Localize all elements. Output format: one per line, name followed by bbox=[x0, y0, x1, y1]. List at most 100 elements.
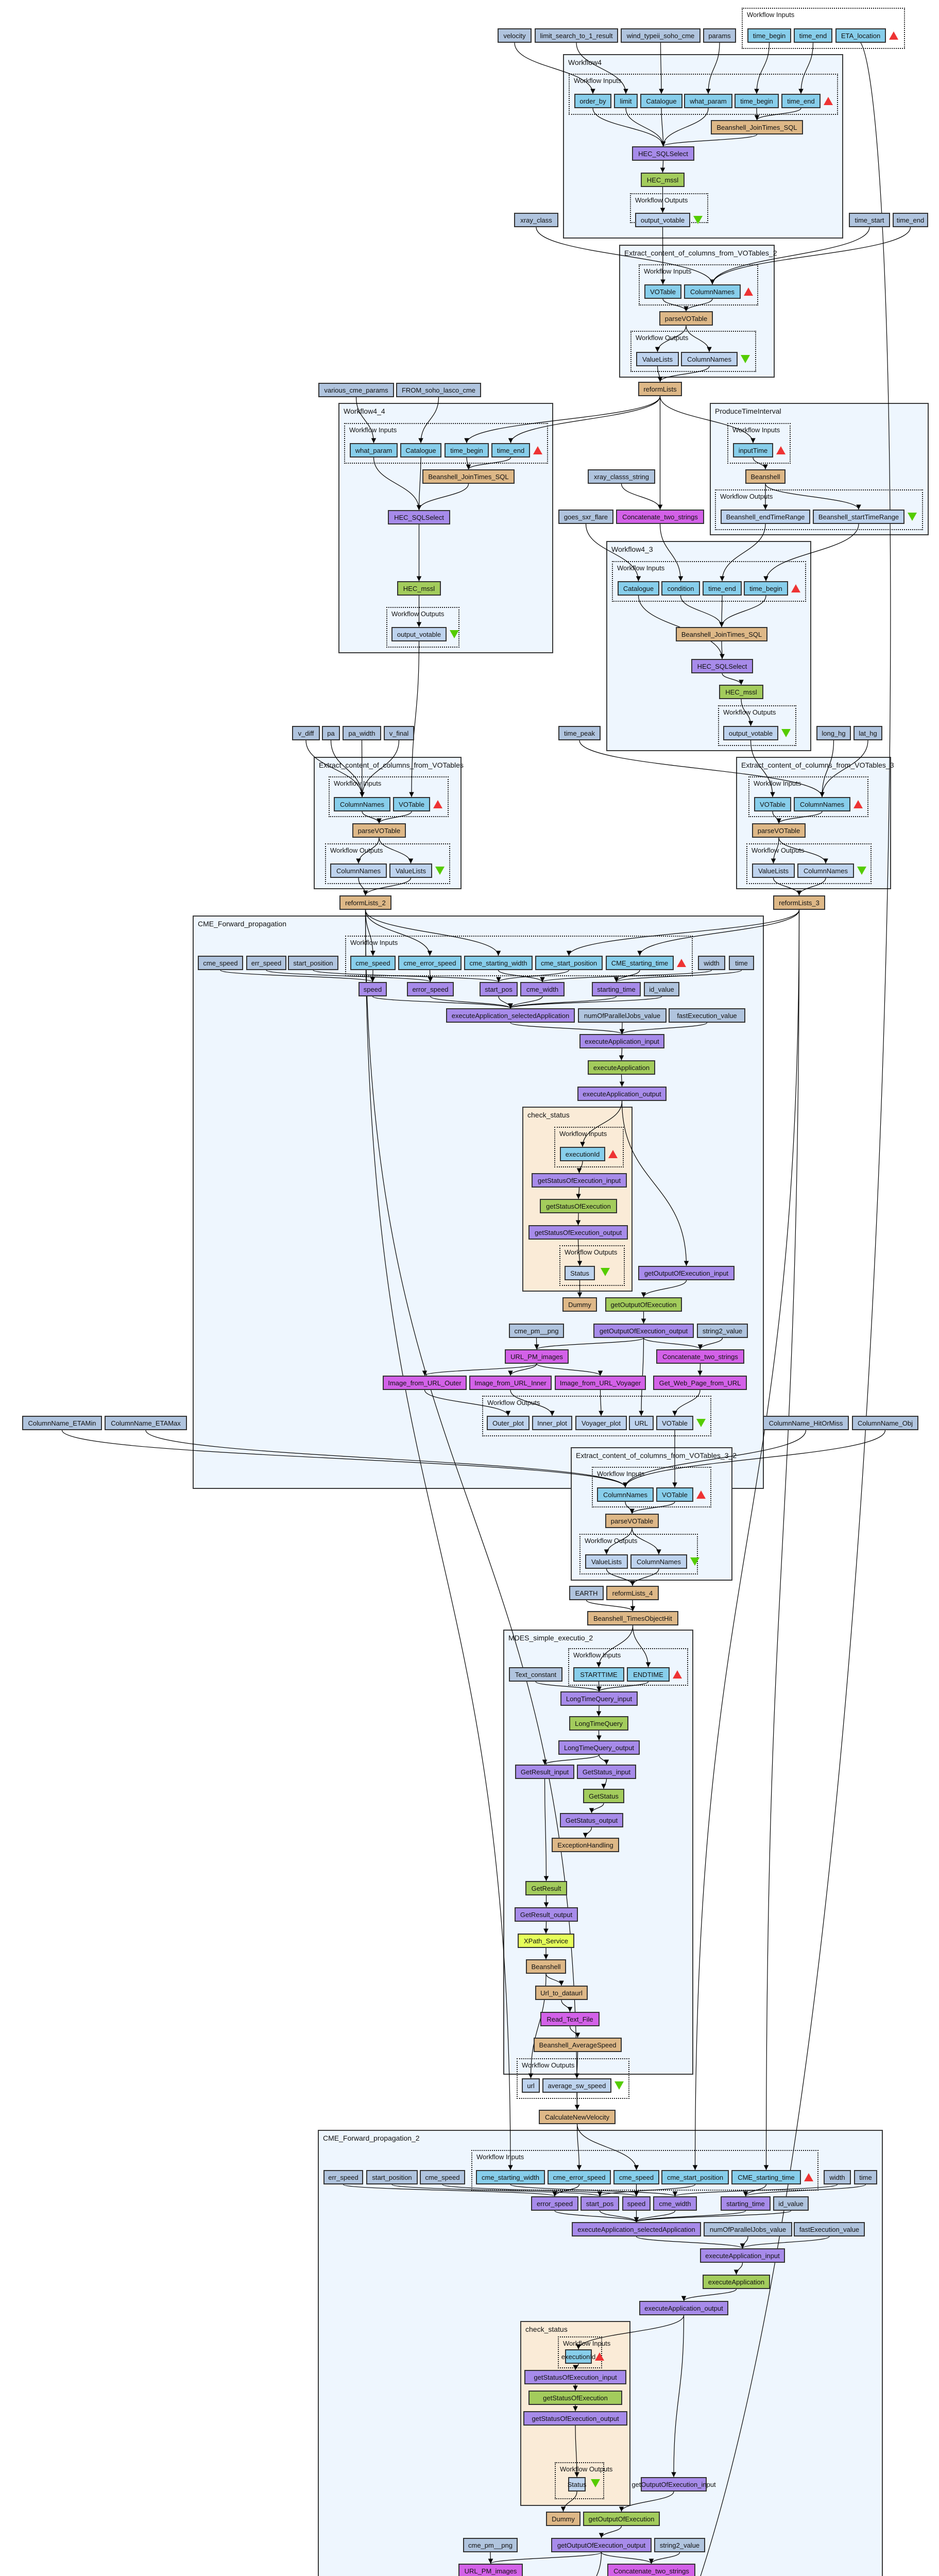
node-wf43-joins[interactable]: Beanshell_JoinTimes_SQL bbox=[676, 627, 767, 641]
node-m-gs[interactable]: GetStatus bbox=[583, 1789, 624, 1803]
node-c2-exout[interactable]: executeApplication_output bbox=[639, 2301, 728, 2315]
node-c1-in-time[interactable]: CME_starting_time bbox=[606, 956, 674, 970]
node-m-exc[interactable]: ExceptionHandling bbox=[552, 1838, 619, 1852]
node-k2-execid[interactable]: executionId bbox=[561, 2349, 595, 2364]
node-c1-o-vot[interactable]: VOTable bbox=[656, 1416, 693, 1430]
node-k2-status[interactable]: Status bbox=[568, 2477, 586, 2492]
node-ext3-cn[interactable]: ColumnNames bbox=[794, 797, 850, 811]
node-velocity[interactable]: velocity bbox=[498, 28, 532, 43]
node-wf4-time-end[interactable]: time_end bbox=[781, 94, 821, 108]
node-wf44-mssl[interactable]: HEC_mssl bbox=[397, 581, 441, 596]
node-wf4-limit[interactable]: limit bbox=[614, 94, 638, 108]
node-ext1-ovl[interactable]: ValueLists bbox=[389, 863, 432, 878]
node-wf43-cond[interactable]: condition bbox=[661, 581, 700, 596]
node-wf4-joins[interactable]: Beanshell_JoinTimes_SQL bbox=[711, 120, 803, 134]
node-ext3-vt[interactable]: VOTable bbox=[754, 797, 791, 811]
node-reformLists-4[interactable]: reformLists_4 bbox=[606, 1586, 659, 1600]
node-goes-sxr[interactable]: goes_sxr_flare bbox=[558, 510, 613, 524]
node-c2-in-speed[interactable]: cme_speed bbox=[613, 2170, 659, 2184]
node-c1-start-position[interactable]: start_position bbox=[288, 956, 338, 970]
node-ext2-votable[interactable]: VOTable bbox=[644, 284, 681, 299]
node-c1-speed[interactable]: speed bbox=[358, 982, 387, 996]
node-c2-ex[interactable]: executeApplication bbox=[703, 2275, 770, 2289]
node-wf44-sql[interactable]: HEC_SQLSelect bbox=[388, 510, 450, 524]
node-pa-width[interactable]: pa_width bbox=[343, 726, 381, 740]
node-c1-cme-speed-c[interactable]: cme_speed bbox=[198, 956, 243, 970]
node-wf43-sql[interactable]: HEC_SQLSelect bbox=[691, 659, 753, 673]
node-wf4-sql[interactable]: HEC_SQLSelect bbox=[632, 146, 694, 161]
node-c2-go[interactable]: getOutputOfExecution bbox=[583, 2512, 660, 2526]
node-m-gsin[interactable]: GetStatus_input bbox=[577, 1765, 636, 1779]
node-c1-str2[interactable]: string2_value bbox=[697, 1324, 748, 1338]
node-wf44-joins[interactable]: Beanshell_JoinTimes_SQL bbox=[422, 469, 515, 484]
node-from-soho[interactable]: FROM_soho_lasco_cme bbox=[396, 383, 481, 397]
node-cn-etamax[interactable]: ColumnName_ETAMax bbox=[105, 1416, 187, 1430]
node-wf44-out[interactable]: output_votable bbox=[391, 627, 447, 641]
node-lat-hg[interactable]: lat_hg bbox=[853, 726, 882, 740]
node-c2-in-pos[interactable]: cme_start_position bbox=[661, 2170, 729, 2184]
node-ext1-cn[interactable]: ColumnNames bbox=[334, 797, 390, 811]
node-m-gsout[interactable]: GetStatus_output bbox=[560, 1813, 623, 1827]
node-c1-goin[interactable]: getOutputOfExecution_input bbox=[638, 1266, 735, 1280]
node-wf44-te[interactable]: time_end bbox=[491, 443, 530, 457]
node-ext2-parse[interactable]: parseVOTable bbox=[659, 311, 713, 326]
node-reformLists-2[interactable]: reformLists_2 bbox=[339, 895, 391, 910]
node-c1-starting-time[interactable]: starting_time bbox=[592, 982, 641, 996]
node-c1-ex[interactable]: executeApplication bbox=[588, 1060, 655, 1075]
node-m-url2d[interactable]: Url_to_dataurl bbox=[535, 1986, 588, 2000]
node-c2-str2[interactable]: string2_value bbox=[654, 2538, 705, 2552]
node-k1-gs[interactable]: getStatusOfExecution bbox=[540, 1199, 617, 1213]
node-c2-start-pos[interactable]: start_pos bbox=[581, 2196, 619, 2211]
node-c1-goout[interactable]: getOutputOfExecution_output bbox=[593, 1324, 694, 1338]
node-ext2-vl[interactable]: ValueLists bbox=[636, 352, 679, 366]
node-k2-gs[interactable]: getStatusOfExecution bbox=[528, 2391, 622, 2405]
node-k1-gsin[interactable]: getStatusOfExecution_input bbox=[532, 1173, 627, 1188]
node-calcvel[interactable]: CalculateNewVelocity bbox=[539, 2110, 616, 2124]
node-reformLists-3[interactable]: reformLists_3 bbox=[773, 895, 825, 910]
node-cn-obj[interactable]: ColumnName_Obj bbox=[852, 1416, 918, 1430]
node-xray-string[interactable]: xray_classs_string bbox=[588, 469, 655, 484]
node-wf4-mssl[interactable]: HEC_mssl bbox=[641, 173, 685, 187]
node-wf4-what-param[interactable]: what_param bbox=[684, 94, 732, 108]
node-c2-starting-time[interactable]: starting_time bbox=[721, 2196, 771, 2211]
node-c1-numpar[interactable]: numOfParallelJobs_value bbox=[578, 1008, 667, 1023]
node-wf44-what[interactable]: what_param bbox=[350, 443, 398, 457]
node-limit-search[interactable]: limit_search_to_1_result bbox=[535, 28, 618, 43]
node-c1-concat[interactable]: Concatenate_two_strings bbox=[656, 1349, 744, 1364]
node-e32-parse[interactable]: parseVOTable bbox=[605, 1514, 659, 1528]
node-wf43-out[interactable]: output_votable bbox=[723, 726, 778, 740]
node-pti-end[interactable]: Beanshell_endTimeRange bbox=[721, 510, 810, 524]
node-m-end[interactable]: ENDTIME bbox=[627, 1667, 670, 1682]
node-e32-cn[interactable]: ColumnNames bbox=[597, 1487, 654, 1502]
node-c2-concat[interactable]: Concatenate_two_strings bbox=[607, 2564, 695, 2576]
node-m-text[interactable]: Text_constant bbox=[509, 1667, 562, 1682]
node-pti-input[interactable]: inputTime bbox=[733, 443, 773, 457]
node-k2-gsin[interactable]: getStatusOfExecution_input bbox=[524, 2370, 626, 2384]
node-pti-start[interactable]: Beanshell_startTimeRange bbox=[813, 510, 904, 524]
node-c1-o-inner[interactable]: Inner_plot bbox=[532, 1416, 572, 1430]
node-m-ltqout[interactable]: LongTimeQuery_output bbox=[558, 1740, 640, 1755]
node-in-eta-location[interactable]: ETA_location bbox=[835, 28, 886, 43]
node-m-gr[interactable]: GetResult bbox=[525, 1881, 567, 1895]
node-c1-getweb[interactable]: Get_Web_Page_from_URL bbox=[653, 1376, 747, 1390]
node-c1-in-width[interactable]: cme_starting_width bbox=[464, 956, 533, 970]
node-ext3-ocn[interactable]: ColumnNames bbox=[797, 863, 854, 878]
node-m-grin[interactable]: GetResult_input bbox=[515, 1765, 574, 1779]
node-c2-width[interactable]: width bbox=[824, 2170, 851, 2184]
node-wf43-cat[interactable]: Catalogue bbox=[618, 581, 659, 596]
node-time-end-c[interactable]: time_end bbox=[893, 213, 928, 227]
node-c1-in-cme-speed[interactable]: cme_speed bbox=[350, 956, 396, 970]
node-e32-vt[interactable]: VOTable bbox=[656, 1487, 693, 1502]
node-c2-exin[interactable]: executeApplication_input bbox=[700, 2248, 785, 2263]
node-wf4-out[interactable]: output_votable bbox=[635, 213, 690, 227]
node-c1-error-speed[interactable]: error_speed bbox=[407, 982, 454, 996]
node-c2-numpar[interactable]: numOfParallelJobs_value bbox=[704, 2222, 792, 2236]
node-m-grout[interactable]: GetResult_output bbox=[515, 1907, 578, 1922]
node-c1-img-voy[interactable]: Image_from_URL_Voyager bbox=[555, 1376, 646, 1390]
node-e32-ocn[interactable]: ColumnNames bbox=[630, 1554, 687, 1569]
node-m-o-url[interactable]: url bbox=[522, 2078, 540, 2093]
node-cn-etamin[interactable]: ColumnName_ETAMin bbox=[22, 1416, 102, 1430]
node-c1-urlpm[interactable]: URL_PM_images bbox=[505, 1349, 569, 1364]
node-ext2-cn[interactable]: ColumnNames bbox=[681, 352, 738, 366]
node-ext1-vt[interactable]: VOTable bbox=[393, 797, 430, 811]
